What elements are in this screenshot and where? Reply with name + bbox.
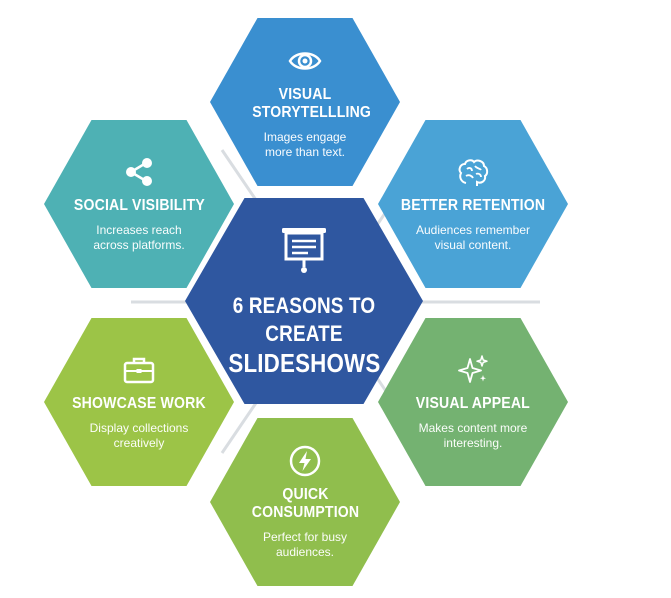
center-hexagon-content: 6 Reasons to Create Slideshows bbox=[185, 198, 423, 404]
lightning-icon bbox=[289, 445, 321, 476]
reason-title: Visual Storytellling bbox=[252, 85, 372, 121]
reason-title: Quick Consumption bbox=[251, 485, 359, 521]
reason-description: Images engage more than text. bbox=[263, 130, 347, 160]
reason-title: Showcase Work bbox=[72, 394, 206, 412]
hexagon-social-visibility-content: Social Visibility Increases reach across… bbox=[44, 120, 234, 288]
center-title-line2: Slideshows bbox=[227, 348, 381, 379]
reason-title: Better Retention bbox=[400, 196, 546, 214]
hexagon-visual-storytelling-content: Visual Storytellling Images engage more … bbox=[210, 18, 400, 186]
presentation-board-icon bbox=[282, 228, 326, 274]
share-icon bbox=[126, 157, 152, 186]
sparkles-icon bbox=[458, 355, 488, 383]
hexagon-quick-consumption-content: Quick Consumption Perfect for busy audie… bbox=[210, 418, 400, 586]
reason-title: Social Visibility bbox=[73, 196, 205, 214]
eye-icon bbox=[288, 51, 322, 70]
briefcase-icon bbox=[123, 357, 155, 384]
reason-description: Display collections creatively bbox=[89, 421, 189, 451]
hexagon-better-retention-content: Better Retention Audiences remember visu… bbox=[378, 120, 568, 288]
brain-icon bbox=[458, 159, 489, 186]
reason-description: Perfect for busy audiences. bbox=[262, 530, 348, 560]
hexagon-visual-appeal-content: Visual Appeal Makes content more interes… bbox=[378, 318, 568, 486]
reason-description: Makes content more interesting. bbox=[418, 421, 528, 451]
reason-title: Visual Appeal bbox=[415, 394, 531, 412]
reason-description: Increases reach across platforms. bbox=[93, 223, 185, 253]
hexagon-showcase-work-content: Showcase Work Display collections creati… bbox=[44, 318, 234, 486]
center-title-line1: 6 Reasons to Create bbox=[232, 293, 376, 346]
reason-description: Audiences remember visual content. bbox=[415, 223, 531, 253]
